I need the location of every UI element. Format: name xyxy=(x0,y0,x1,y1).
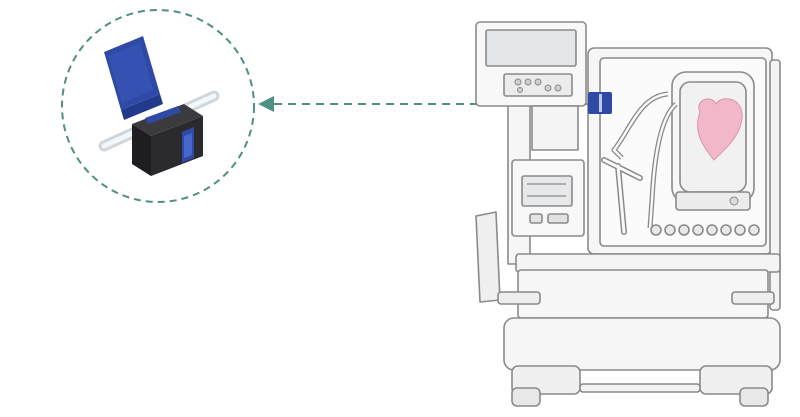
lower-shelf xyxy=(497,253,781,319)
left-side-panel xyxy=(475,211,501,303)
control-unit-screen xyxy=(521,175,573,207)
callout-arrow xyxy=(258,96,590,112)
valve-row xyxy=(650,224,760,236)
wheel-right xyxy=(739,387,769,407)
sensor-callout xyxy=(61,9,255,203)
top-monitor xyxy=(475,21,587,107)
control-unit xyxy=(511,159,585,237)
sensor-body xyxy=(132,104,203,176)
arrow-left-icon xyxy=(258,96,274,112)
sensor-lid xyxy=(104,36,163,120)
perfusion-device-icon xyxy=(475,21,781,407)
heart-icon xyxy=(697,98,743,161)
flow-sensor-icon xyxy=(98,36,220,176)
top-monitor-screen xyxy=(485,29,577,67)
callout-circle xyxy=(61,9,255,203)
organ-chamber xyxy=(587,47,773,255)
base-cart xyxy=(503,317,781,407)
mounted-flow-sensor xyxy=(588,92,612,114)
wheel-left xyxy=(511,387,541,407)
